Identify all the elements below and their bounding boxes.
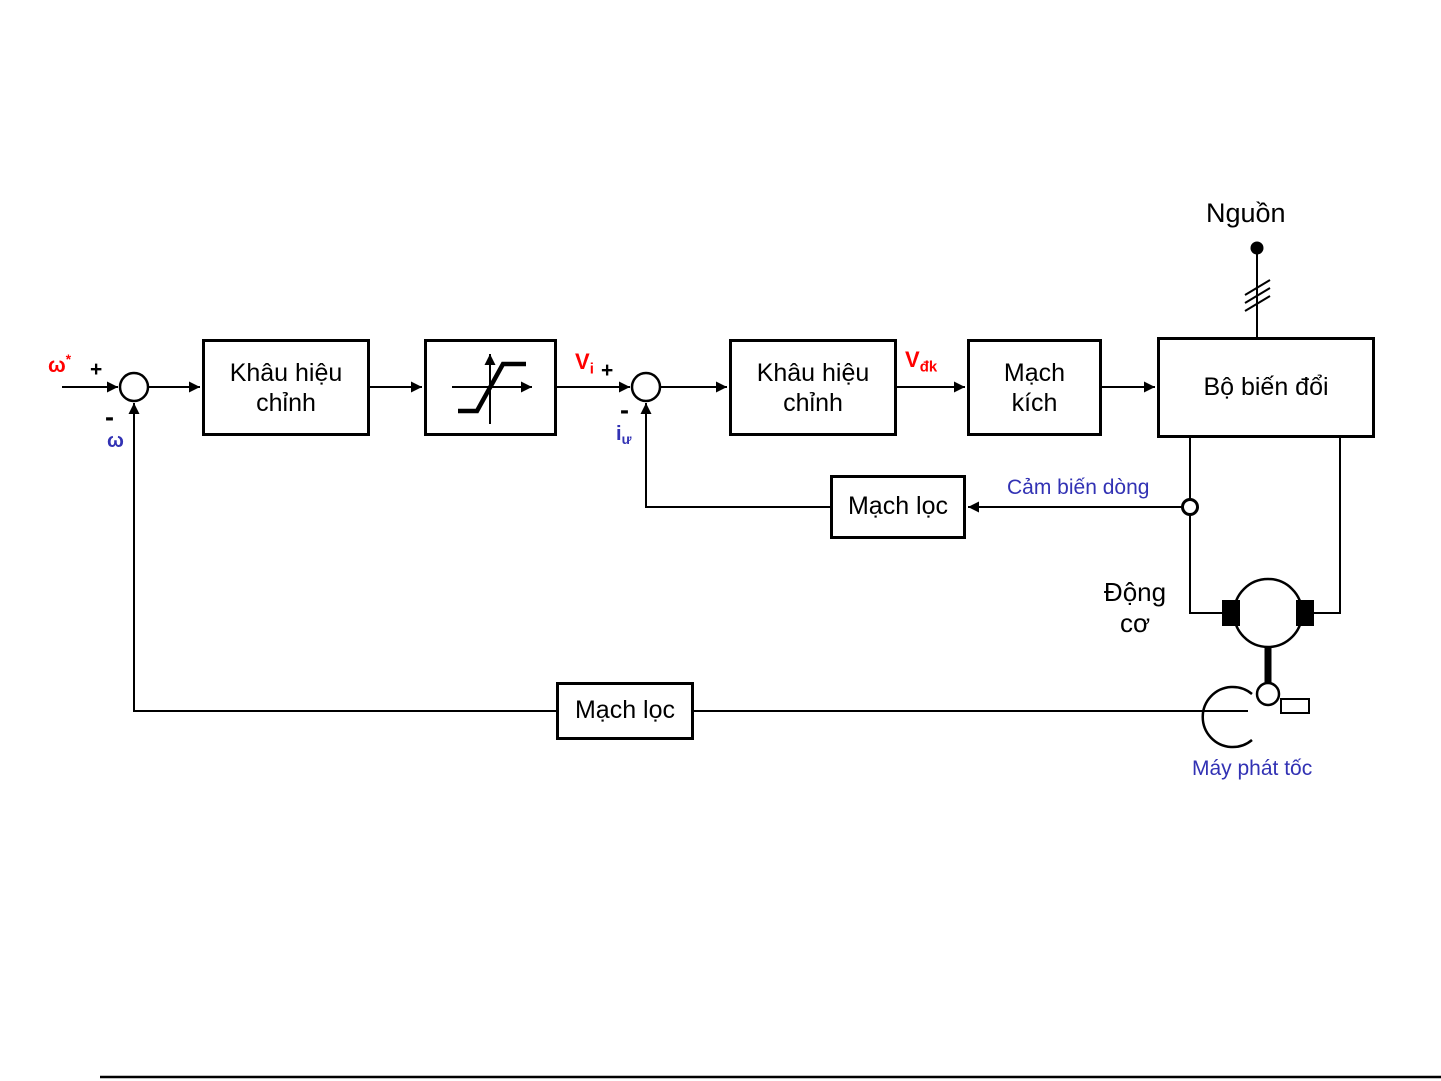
- sum1-plus-sign: +: [90, 358, 103, 381]
- saturation-curve: [458, 361, 526, 414]
- tachometer-symbol: [1201, 681, 1310, 749]
- block-saturation-limiter: [424, 339, 557, 436]
- vdk-signal-label: Vđk: [905, 347, 938, 376]
- motor-terminal-right: [1296, 600, 1314, 626]
- line-current-filter-to-sum2: [640, 403, 830, 508]
- saturation-symbol: [452, 354, 532, 424]
- sum-junction-current: [630, 371, 662, 403]
- current-feedback-label: iư: [616, 423, 632, 448]
- block-converter: Bộ biến đổi: [1157, 337, 1375, 438]
- motor-terminal-left: [1222, 600, 1240, 626]
- motor-body: [1232, 577, 1304, 649]
- power-hatch-2: [1244, 287, 1271, 304]
- block-current-filter: Mạch lọc: [830, 475, 966, 539]
- block-speed-controller: Khâu hiệu chỉnh: [202, 339, 370, 436]
- line-tacho-to-sum1: [128, 403, 1248, 712]
- speed-feedback-lines: [128, 403, 1248, 712]
- sum2-minus-sign: -: [620, 395, 629, 425]
- tachometer-label: Máy phát tốc: [1192, 757, 1313, 780]
- block-converter-label: Bộ biến đổi: [1203, 372, 1329, 401]
- current-feedback-lines: [640, 403, 1182, 513]
- block-current-controller: Khâu hiệu chỉnh: [729, 339, 897, 436]
- motor-supply-line-right: [1312, 438, 1341, 614]
- block-current-controller-label: Khâu hiệu chỉnh: [756, 358, 870, 417]
- power-hatch-3: [1244, 295, 1271, 312]
- power-source-label: Nguồn: [1206, 198, 1286, 228]
- motor-symbol: [1222, 577, 1314, 688]
- block-speed-controller-label: Khâu hiệu chỉnh: [229, 358, 343, 417]
- sum2-plus-sign: +: [601, 359, 614, 382]
- block-gate-drive-label: Mạch kích: [1003, 358, 1066, 417]
- sum1-minus-sign: -: [105, 402, 114, 432]
- tachometer-stator: [1201, 685, 1253, 749]
- block-current-filter-label: Mạch lọc: [847, 492, 949, 521]
- speed-ref-label: ω*: [48, 352, 72, 377]
- tachometer-bracket: [1280, 698, 1310, 714]
- power-hatch-1: [1244, 279, 1271, 296]
- block-speed-filter-label: Mạch lọc: [574, 696, 676, 725]
- motor-label: Động cơ: [1103, 577, 1167, 639]
- speed-feedback-label: ω: [107, 430, 124, 452]
- motor-supply-line-left: [1189, 438, 1224, 614]
- power-connection: [1244, 241, 1271, 337]
- vi-signal-label: Vi: [575, 349, 594, 378]
- current-sensor-label: Cảm biến dòng: [1007, 476, 1150, 499]
- tachometer-coupling: [1255, 681, 1281, 707]
- sum-junction-speed: [118, 371, 150, 403]
- block-speed-filter: Mạch lọc: [556, 682, 694, 740]
- converter-to-motor-lines: [1189, 438, 1341, 614]
- block-gate-drive: Mạch kích: [967, 339, 1102, 436]
- current-sensor-node: [1181, 498, 1199, 516]
